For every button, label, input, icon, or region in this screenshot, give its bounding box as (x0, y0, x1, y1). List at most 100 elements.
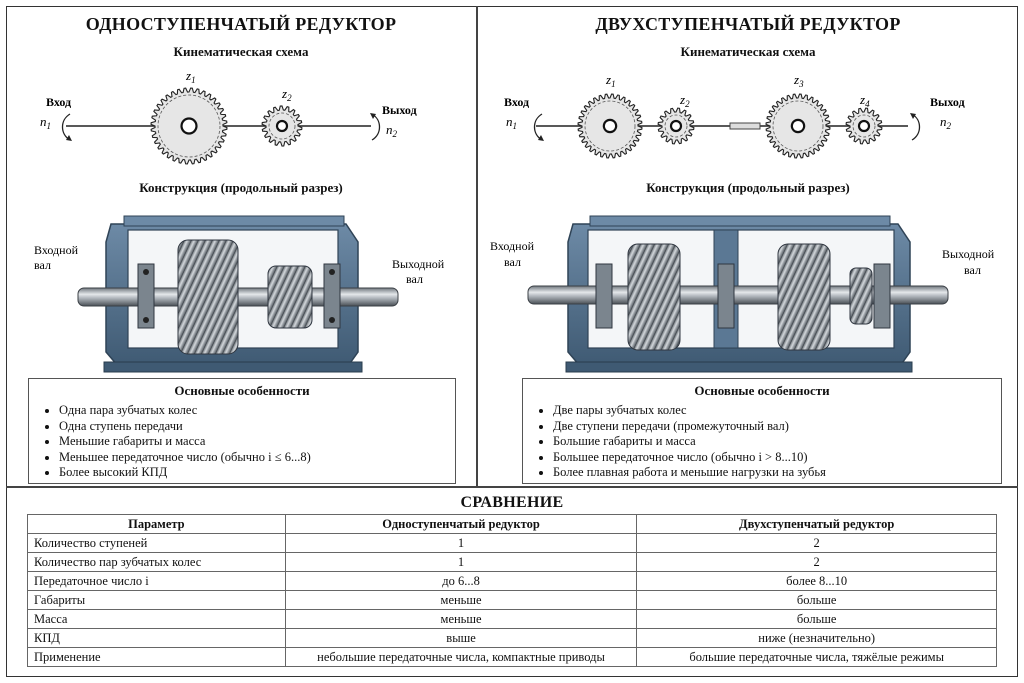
gear-label-z4: z4 (859, 92, 870, 109)
feature-item: Большие габариты и масса (553, 434, 1001, 450)
construction-title: Конструкция (продольный разрез) (139, 180, 343, 195)
small-gear (267, 265, 313, 329)
feature-item: Меньшие габариты и масса (59, 434, 455, 450)
feature-item: Более высокий КПД (59, 465, 455, 481)
value-cell: большие передаточные числа, тяжёлые режи… (636, 647, 997, 667)
kinematic-scheme: Вход n1 Выход n2 z1 z2 (40, 68, 417, 165)
poster-frame (6, 6, 1018, 677)
bearing (873, 263, 891, 329)
gear-label-z2: z2 (281, 86, 292, 103)
features-title: Основные особенности (694, 383, 830, 398)
comparison-table: Параметр Одноступенчатый редуктор Двухст… (27, 514, 997, 667)
value-cell: 1 (284, 533, 638, 553)
value-cell: меньше (284, 590, 638, 610)
svg-text:вал: вал (964, 263, 981, 277)
param-cell: Количество ступеней (27, 533, 286, 553)
kinematic-scheme: Вход n1 Выход n2 z1 z2 z3 z4 (504, 72, 965, 159)
value-cell: 1 (284, 552, 638, 572)
output-speed-label: n2 (940, 114, 952, 131)
single-stage-panel: ОДНОСТУПЕНЧАТЫЙ РЕДУКТОР Кинематическая … (6, 6, 476, 486)
output-label: Выход (382, 103, 417, 117)
feature-item: Более плавная работа и меньшие нагрузки … (553, 465, 1001, 481)
header-cell: Двухступенчатый редуктор (636, 514, 997, 534)
input-speed-label: n1 (506, 114, 517, 131)
feature-item: Меньшее передаточное число (обычно i ≤ 6… (59, 450, 455, 466)
svg-text:вал: вал (34, 258, 51, 272)
vertical-divider (476, 6, 478, 486)
table-header-row: Параметр Одноступенчатый редуктор Двухст… (27, 514, 997, 534)
input-label: Вход (46, 95, 71, 109)
gear-group (577, 93, 883, 159)
value-cell: небольшие передаточные числа, компактные… (284, 647, 638, 667)
value-cell: меньше (284, 609, 638, 629)
construction-title: Конструкция (продольный разрез) (646, 180, 850, 195)
param-cell: Передаточное число i (27, 571, 286, 591)
output-pinion (849, 267, 873, 325)
gear-z4 (845, 107, 883, 145)
param-cell: КПД (27, 628, 286, 648)
bearing (717, 263, 735, 329)
horizontal-divider (6, 486, 1018, 488)
gear-group (150, 87, 303, 165)
gear-z2 (657, 107, 695, 145)
svg-text:вал: вал (504, 255, 521, 269)
input-speed-label: n1 (40, 114, 51, 131)
input-shaft-label: Входной (34, 243, 79, 257)
gear-z2 (261, 105, 303, 147)
svg-text:вал: вал (406, 272, 423, 286)
value-cell: до 6...8 (284, 571, 638, 591)
comparison-title: СРАВНЕНИЕ (460, 494, 564, 511)
bearing (595, 263, 613, 329)
param-cell: Применение (27, 647, 286, 667)
stage2-gear (777, 243, 831, 351)
bearing (137, 263, 155, 329)
value-cell: больше (636, 590, 997, 610)
features-box: Основные особенности Две пары зубчатых к… (522, 378, 1002, 484)
value-cell: 2 (636, 552, 997, 572)
feature-item: Две ступени передачи (промежуточный вал) (553, 419, 1001, 435)
output-speed-label: n2 (386, 122, 398, 139)
value-cell: выше (284, 628, 638, 648)
gear-label-z1: z1 (185, 68, 196, 85)
param-cell: Количество пар зубчатых колес (27, 552, 286, 572)
output-label: Выход (930, 95, 965, 109)
feature-item: Две пары зубчатых колес (553, 403, 1001, 419)
gearbox-cross-section: Входной вал Выходной вал (490, 215, 995, 373)
output-shaft-label: Выходной (392, 257, 445, 271)
two-stage-panel: ДВУХСТУПЕНЧАТЫЙ РЕДУКТОР Кинематическая … (478, 6, 1018, 486)
value-cell: более 8...10 (636, 571, 997, 591)
value-cell: 2 (636, 533, 997, 553)
large-gear (177, 239, 239, 355)
gear-label-z3: z3 (793, 72, 804, 89)
gear-z1 (150, 87, 228, 165)
gear-z1 (577, 93, 643, 159)
input-label: Вход (504, 95, 529, 109)
panel-title: ДВУХСТУПЕНЧАТЫЙ РЕДУКТОР (595, 14, 901, 34)
header-cell: Одноступенчатый редуктор (284, 514, 638, 534)
feature-item: Одна ступень передачи (59, 419, 455, 435)
param-cell: Габариты (27, 590, 286, 610)
features-box: Основные особенности Одна пара зубчатых … (28, 378, 456, 484)
value-cell: больше (636, 609, 997, 629)
output-shaft-label: Выходной (942, 247, 995, 261)
feature-item: Большее передаточное число (обычно i > 8… (553, 450, 1001, 466)
kinematic-title: Кинематическая схема (680, 44, 816, 59)
panel-title: ОДНОСТУПЕНЧАТЫЙ РЕДУКТОР (85, 14, 397, 34)
gear-z3 (765, 93, 831, 159)
gear-label-z2: z2 (679, 92, 690, 109)
gearbox-cross-section: Входной вал Выходной вал (34, 215, 445, 373)
param-cell: Масса (27, 609, 286, 629)
feature-item: Одна пара зубчатых колес (59, 403, 455, 419)
stage1-gear (627, 243, 681, 351)
header-cell: Параметр (27, 514, 286, 534)
gear-label-z1: z1 (605, 72, 616, 89)
kinematic-title: Кинематическая схема (173, 44, 309, 59)
bearing (323, 263, 341, 329)
